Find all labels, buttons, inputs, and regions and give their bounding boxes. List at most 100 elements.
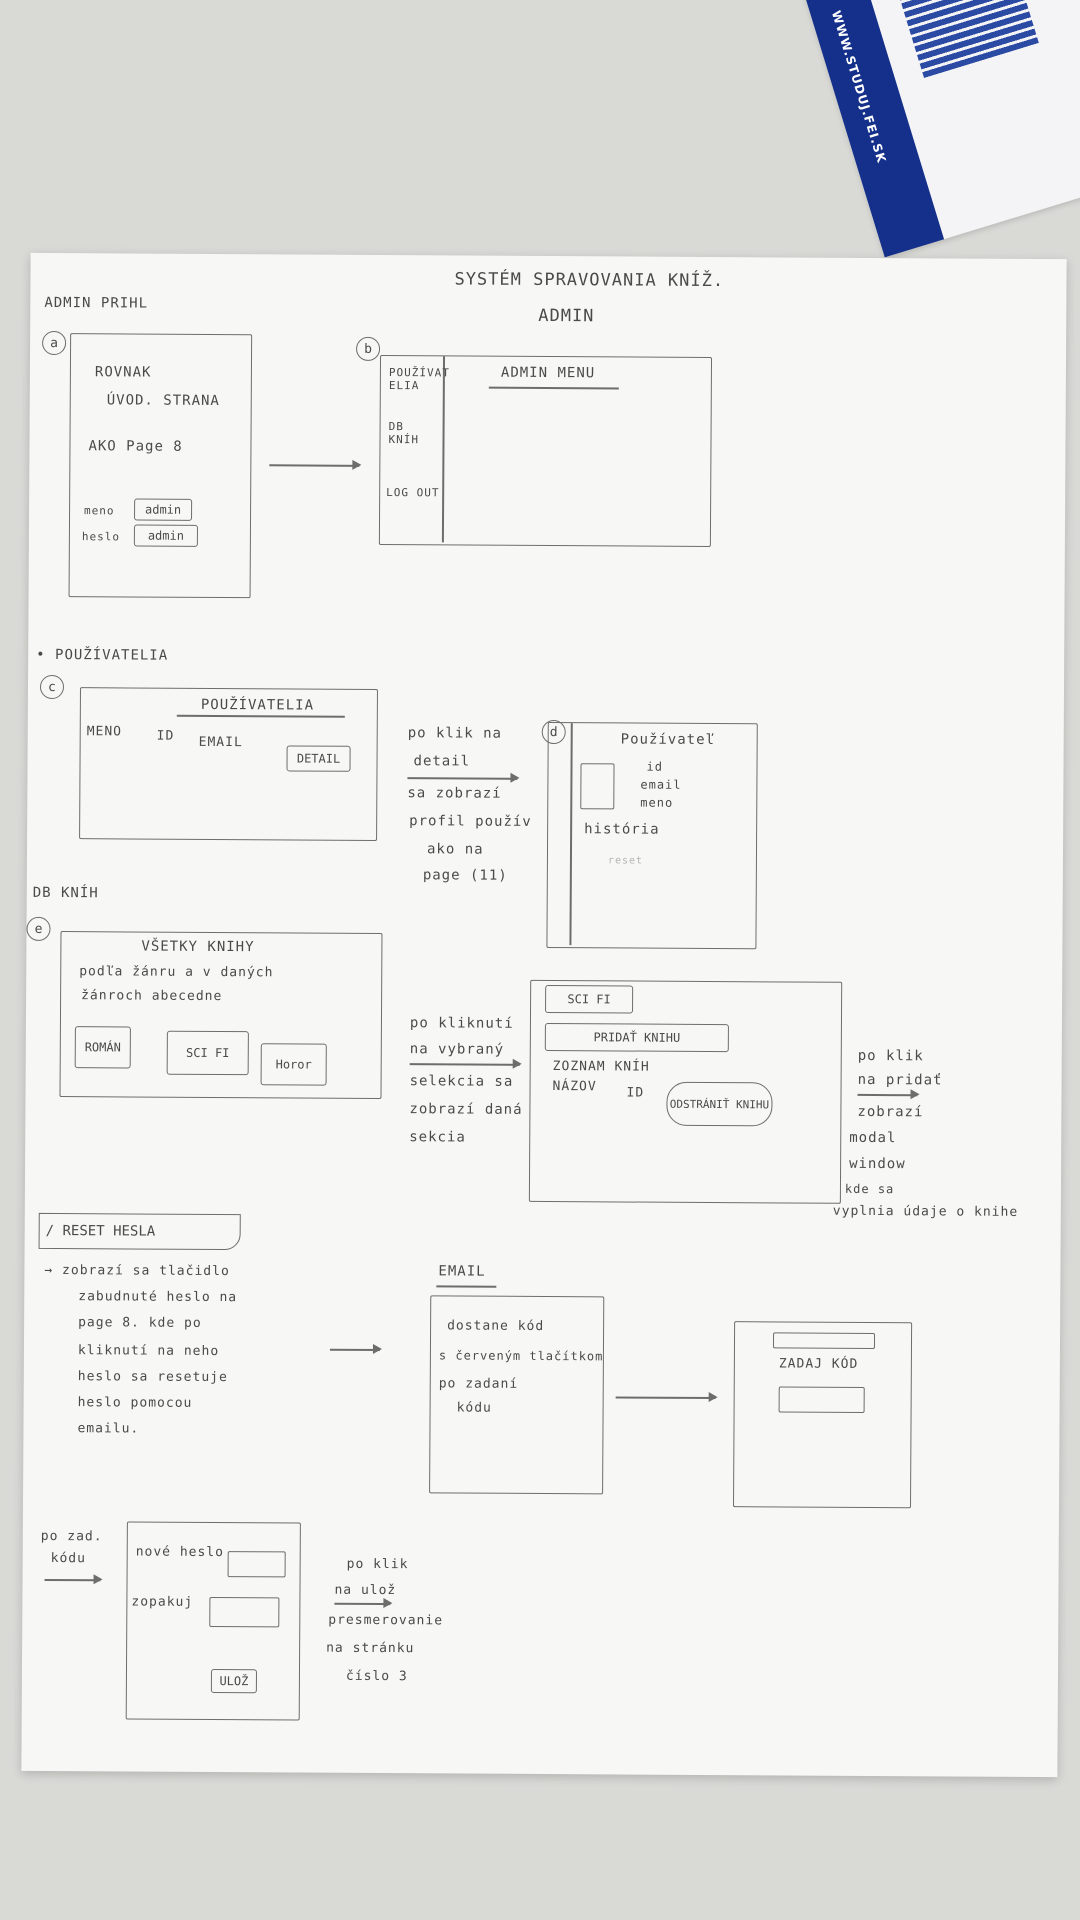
frame-c-title-underline (176, 714, 345, 718)
arrow-a-to-b (269, 464, 360, 467)
section-db-label: DB KNÍH (32, 884, 99, 902)
genre-button-scifi[interactable]: SCI FI (166, 1030, 249, 1076)
arrow-modal (857, 1093, 918, 1096)
add-book-button[interactable]: PRIDAŤ KNIHU (544, 1023, 729, 1053)
arrow-e-to-f (409, 1063, 520, 1066)
frame-e-desc2: žánroch abecedne (81, 988, 223, 1005)
reset-heading: / RESET HESLA (38, 1212, 241, 1251)
sidebar-item-db[interactable]: DB KNÍH (388, 420, 420, 447)
frame-e-title: VŠETKY KNIHY (141, 938, 255, 956)
frame-a-marker: a (42, 330, 67, 356)
admin-login-label: ADMIN PRIHL (44, 294, 149, 312)
final-note-line1: po zad. (40, 1528, 103, 1545)
remove-book-button[interactable]: ODSTRÁNIŤ KNIHU (666, 1081, 773, 1127)
note-ef-line5: sekcia (409, 1129, 466, 1146)
code-input[interactable] (778, 1386, 865, 1413)
note-modal-line6: kde sa (844, 1181, 895, 1197)
note-cd-line4: profil použív (409, 813, 532, 830)
frame-e-marker: e (26, 916, 51, 941)
note-ef-line4: zobrazí daná (409, 1101, 523, 1118)
redirect-line1: po klik (346, 1556, 409, 1573)
arrow-reset-to-email (329, 1348, 380, 1351)
arrow-c-to-d (407, 777, 518, 780)
page-subtitle: ADMIN (538, 305, 595, 327)
col-email: EMAIL (198, 734, 243, 751)
redirect-line4: na stránku (326, 1640, 415, 1657)
sketch-paper: SYSTÉM SPRAVOVANIA KNÍŽ. ADMIN ADMIN PRI… (21, 252, 1067, 1778)
email-line1: dostane kód (447, 1318, 545, 1335)
frame-a-login: ROVNAK ÚVOD. STRANA AKO Page 8 meno admi… (68, 333, 253, 599)
email-label: EMAIL (438, 1263, 486, 1280)
note-cd-line6: page (11) (422, 867, 508, 884)
code-frame: ZADAJ KÓD (732, 1321, 913, 1509)
frame-d-email: email (640, 777, 682, 792)
genre-button-roman[interactable]: ROMÁN (74, 1026, 131, 1069)
redirect-line2: na ulož (334, 1582, 397, 1599)
frame-d-title: Používateľ (620, 731, 716, 749)
reset-line7: emailu. (77, 1421, 140, 1437)
email-line4: kódu (456, 1400, 492, 1416)
sidebar-item-logout[interactable]: LOG OUT (386, 486, 440, 500)
genre-button-horor[interactable]: Horor (260, 1043, 327, 1086)
frame-d-reset[interactable]: reset (607, 855, 644, 867)
col-book-id: ID (626, 1085, 645, 1101)
col-nazov: NÁZOV (552, 1079, 597, 1095)
new-password-input[interactable] (227, 1551, 286, 1578)
note-ef-line1: po kliknutí (409, 1015, 514, 1032)
tab-scifi[interactable]: SCI FI (545, 985, 634, 1014)
meno-input[interactable]: admin (134, 498, 193, 521)
final-note-line2: kódu (50, 1550, 87, 1567)
brochure: WWW.STUDUJ.FEI.SK DA (800, 0, 1080, 258)
frame-c-marker: c (39, 674, 65, 700)
note-cd-line5: ako na (426, 841, 484, 858)
email-frame: dostane kód s červeným tlačítkom po zada… (429, 1295, 605, 1495)
note-cd-line1: po klik na (407, 725, 503, 742)
reset-line2: zabudnuté heslo na (78, 1289, 238, 1306)
save-button[interactable]: ULOŽ (210, 1668, 257, 1694)
frame-d-id: id (646, 759, 664, 774)
col-id: ID (156, 728, 175, 744)
section-users-label: • POUŽÍVATELIA (36, 646, 169, 664)
new-password-frame: nové heslo zopakuj ULOŽ (125, 1521, 301, 1721)
arrow-code-to-password (44, 1578, 101, 1581)
note-modal-line4: modal (849, 1129, 897, 1147)
frame-e-all-books: VŠETKY KNIHY podľa žánru a v daných žánr… (59, 931, 383, 1100)
frame-d-history: história (584, 821, 660, 838)
redirect-line5: číslo 3 (345, 1668, 408, 1685)
note-cd-line2: detail (413, 753, 471, 770)
page-title: SYSTÉM SPRAVOVANIA KNÍŽ. (454, 269, 725, 292)
frame-b-marker: b (355, 336, 381, 361)
frame-b-title: ADMIN MENU (500, 364, 596, 382)
repeat-password-input[interactable] (209, 1596, 280, 1628)
frame-a-line1: ROVNAK (94, 364, 152, 381)
frame-d-divider (569, 723, 573, 946)
new-password-label: nové heslo (135, 1544, 225, 1561)
note-modal-line2: na pridať (857, 1071, 943, 1089)
arrow-redirect (334, 1602, 391, 1605)
avatar (580, 763, 615, 810)
col-meno: MENO (86, 724, 123, 740)
reset-line4: kliknutí na neho (77, 1343, 220, 1360)
note-ef-line2: na vybraný (409, 1041, 505, 1058)
sidebar-item-users[interactable]: POUŽÍVAT ELIA (388, 366, 450, 393)
frame-f-category-scifi: SCI FI PRIDAŤ KNIHU ZOZNAM KNÍH NÁZOV ID… (528, 979, 843, 1204)
frame-d-user-profile: Používateľ id email meno história reset (546, 722, 758, 950)
heslo-label: heslo (81, 530, 121, 544)
frame-c-users: POUŽÍVATELIA MENO ID EMAIL DETAIL (79, 687, 378, 841)
email-line3: po zadaní (438, 1376, 519, 1392)
email-underline (436, 1285, 497, 1288)
code-frame-title: ZADAJ KÓD (778, 1356, 859, 1372)
frame-d-meno: meno (640, 795, 674, 810)
reset-line5: heslo sa resetuje (77, 1369, 228, 1386)
heslo-input[interactable]: admin (133, 524, 198, 547)
reset-line6: heslo pomocou (77, 1395, 193, 1411)
email-line2: s červeným tlačítkom (438, 1348, 604, 1364)
repeat-password-label: zopakuj (131, 1594, 194, 1610)
note-ef-line3: selekcia sa (409, 1073, 514, 1090)
arrow-email-to-code (615, 1396, 716, 1399)
brochure-building-graphic (891, 0, 1039, 79)
detail-button[interactable]: DETAIL (286, 745, 351, 772)
frame-b-title-underline (488, 386, 619, 389)
note-modal-line5: window (849, 1155, 906, 1173)
code-frame-topbar (772, 1332, 876, 1350)
